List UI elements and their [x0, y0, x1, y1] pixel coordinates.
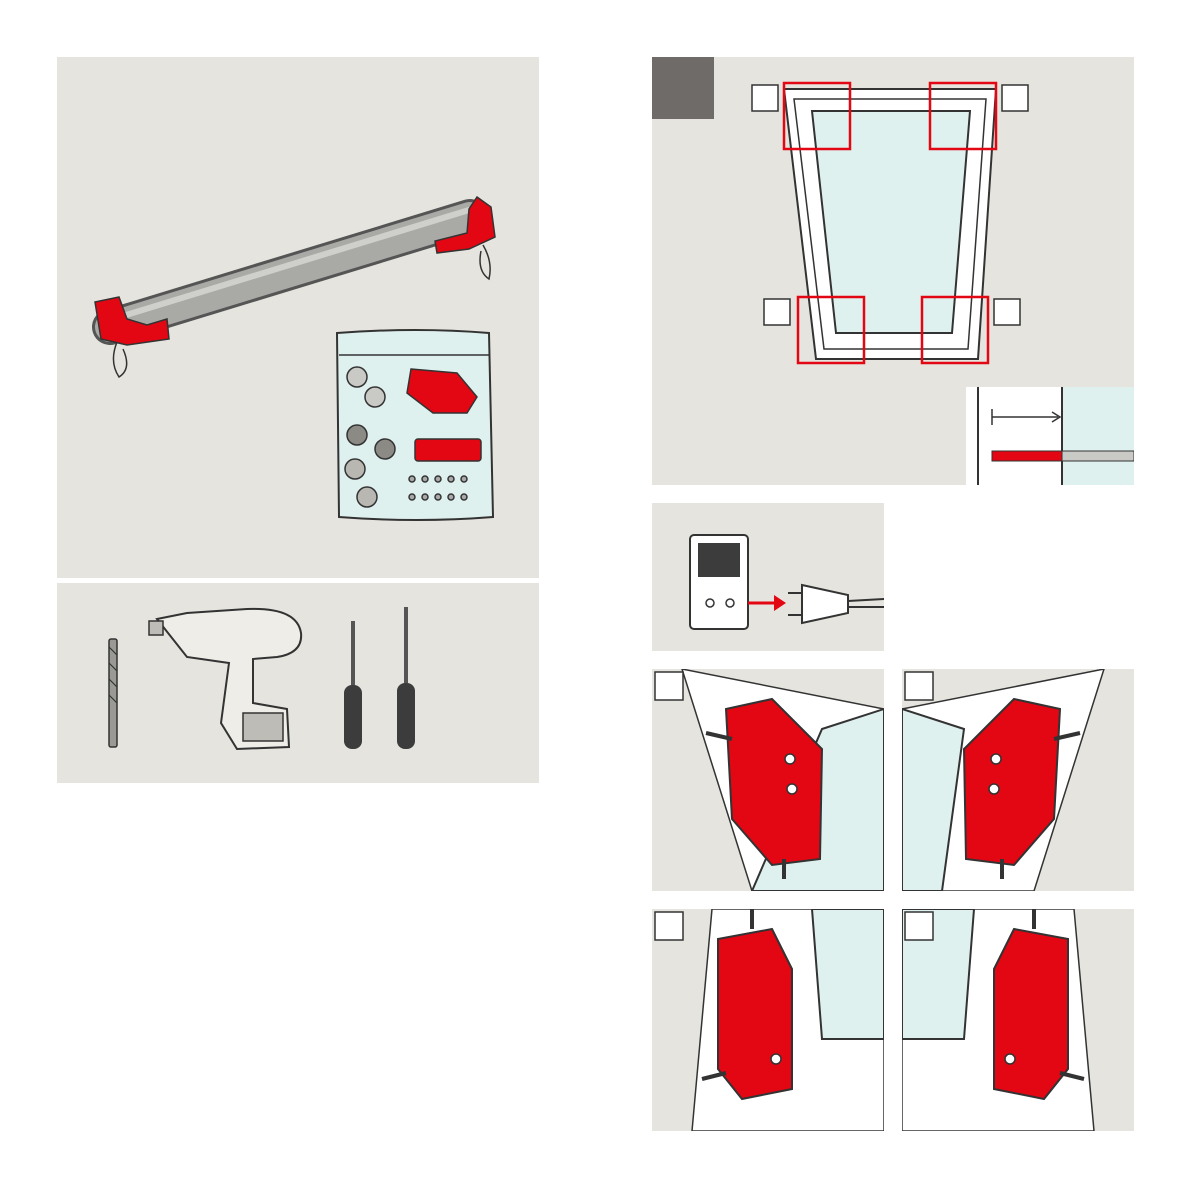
- power-panel: [652, 503, 884, 651]
- overview-panel: [652, 57, 1134, 485]
- drill-bit-icon: [109, 639, 117, 747]
- detail-top-right: [902, 669, 1134, 891]
- hardware-bag-illustration: [337, 330, 493, 520]
- torx-screwdriver-icon: [397, 607, 415, 749]
- contents-illustration: [57, 57, 539, 578]
- bracket-red: [718, 929, 792, 1099]
- tools-panel: [57, 583, 539, 783]
- bracket-red: [994, 929, 1068, 1099]
- cordless-drill-icon: [149, 609, 301, 749]
- detail-bottom-left-illustration: [652, 909, 884, 1131]
- detail-top-left-illustration: [652, 669, 884, 891]
- power-socket-icon: [690, 535, 748, 629]
- window-overview-illustration: [652, 57, 1134, 485]
- unplug-arrow-icon: [748, 595, 786, 611]
- window-frame: [784, 89, 996, 359]
- tools-illustration: [57, 583, 539, 783]
- phillips-screwdriver-icon: [344, 621, 362, 749]
- drill-depth-inset: [966, 387, 1134, 485]
- step-badge: [652, 57, 714, 119]
- detail-top-right-illustration: [902, 669, 1134, 891]
- contents-panel: [57, 57, 539, 578]
- detail-bottom-right: [902, 909, 1134, 1131]
- detail-bottom-left: [652, 909, 884, 1131]
- power-illustration: [652, 503, 884, 651]
- mains-plug-icon: [788, 585, 884, 623]
- detail-bottom-right-illustration: [902, 909, 1134, 1131]
- detail-top-left: [652, 669, 884, 891]
